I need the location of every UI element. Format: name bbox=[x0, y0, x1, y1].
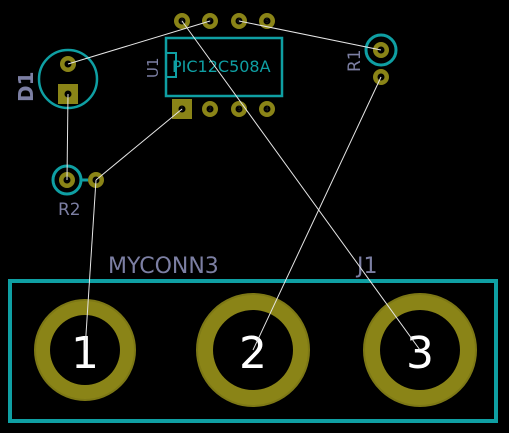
j1-pad-1-label: 1 bbox=[71, 328, 99, 379]
ratsnest-line bbox=[181, 20, 421, 351]
j1-value-label: MYCONN3 bbox=[108, 254, 219, 279]
ratsnest-line bbox=[84, 179, 97, 351]
u1-reference-label: U1 bbox=[144, 57, 162, 78]
svg-text:7: 7 bbox=[208, 18, 212, 25]
j1-courtyard bbox=[8, 279, 498, 423]
ratsnest-line bbox=[252, 76, 382, 351]
svg-text:2: 2 bbox=[208, 106, 212, 113]
u1-value-label: PIC12C508A bbox=[172, 57, 271, 76]
svg-text:5: 5 bbox=[265, 18, 269, 25]
u1-pin-3[interactable]: 3 bbox=[231, 101, 247, 117]
ratsnest-line bbox=[238, 20, 382, 51]
ratsnest-line bbox=[95, 108, 183, 181]
svg-text:3: 3 bbox=[237, 106, 241, 113]
d1-reference-label: D1 bbox=[14, 71, 38, 102]
r1-reference-label: R1 bbox=[345, 49, 365, 72]
u1-notch bbox=[165, 52, 177, 78]
connector-j1[interactable]: 1 2 3 MYCONN3 J1 bbox=[8, 254, 498, 423]
u1-pin-4[interactable]: 4 bbox=[259, 101, 275, 117]
j1-reference-label: J1 bbox=[355, 254, 378, 279]
r2-reference-label: R2 bbox=[58, 200, 81, 220]
ratsnest bbox=[66, 20, 421, 351]
u1-pin-5[interactable]: 5 bbox=[259, 13, 275, 29]
r1-courtyard bbox=[364, 33, 398, 67]
d1-pad-2[interactable] bbox=[60, 56, 76, 72]
u1-pin-2[interactable]: 2 bbox=[202, 101, 218, 117]
svg-text:4: 4 bbox=[265, 106, 269, 113]
ratsnest-line bbox=[66, 93, 69, 181]
ratsnest-line bbox=[67, 20, 211, 65]
j1-pad-2-label: 2 bbox=[239, 328, 267, 379]
